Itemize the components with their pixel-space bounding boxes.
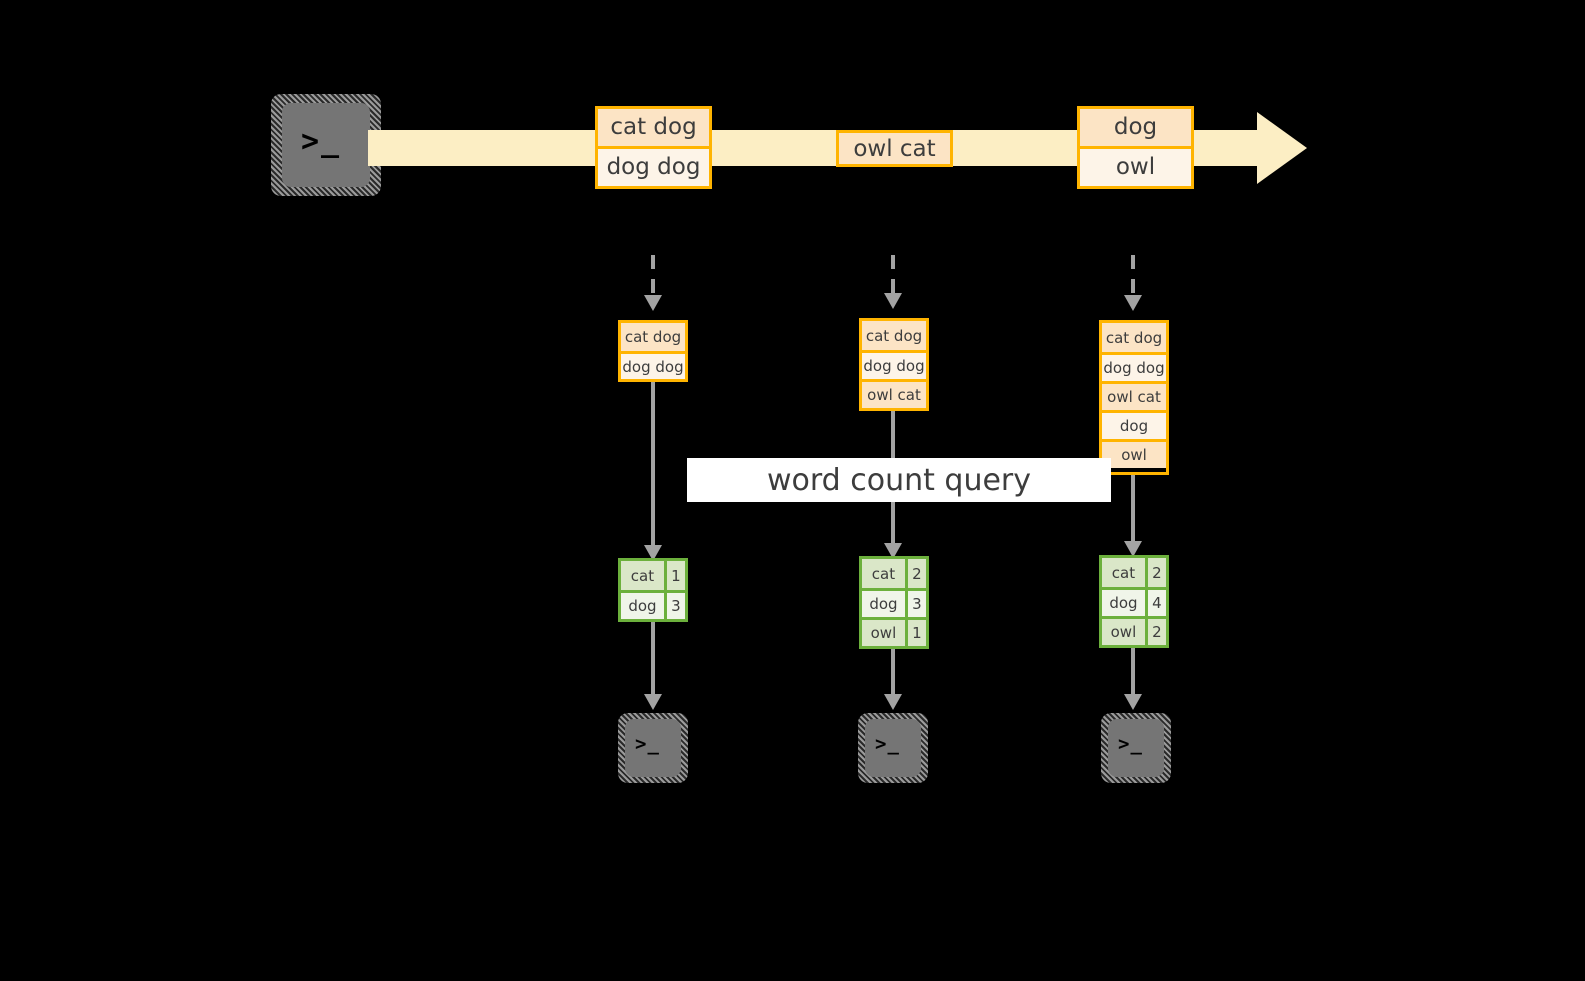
- snapshot-2-result-count-2: 3: [904, 591, 926, 617]
- snapshot-1-trigger-arrowhead: [644, 295, 662, 311]
- snapshot-1-result-word-1: cat: [621, 561, 664, 590]
- snapshot-3-query-line: [1131, 475, 1135, 543]
- snapshot-1-trigger-line: [651, 255, 655, 295]
- table-row: cat 2: [1102, 558, 1166, 587]
- snapshot-3-trigger-line: [1131, 255, 1135, 295]
- snapshot-3-result-count-3: 2: [1144, 619, 1166, 645]
- stream-record-1-line-2: dog dog: [598, 145, 709, 186]
- terminal-screen: [282, 103, 370, 187]
- snapshot-1-input-line-1: cat dog: [621, 323, 685, 351]
- stream-record-3-line-2: owl: [1080, 145, 1191, 186]
- snapshot-3-sink-terminal-icon: >_: [1101, 713, 1171, 783]
- source-terminal-icon: >_: [271, 94, 381, 196]
- snapshot-2-input-line-3: owl cat: [862, 379, 926, 408]
- snapshot-3-result-count-2: 4: [1144, 590, 1166, 616]
- snapshot-3-input-stack: cat dog dog dog owl cat dog owl: [1099, 320, 1169, 475]
- terminal-prompt-glyph: >_: [635, 733, 660, 755]
- snapshot-2-input-stack: cat dog dog dog owl cat: [859, 318, 929, 411]
- snapshot-3-query-arrowhead: [1124, 541, 1142, 557]
- snapshot-1-result-word-2: dog: [621, 593, 664, 619]
- snapshot-3-input-line-4: dog: [1102, 410, 1166, 439]
- snapshot-2-result-table: cat 2 dog 3 owl 1: [859, 556, 929, 649]
- snapshot-2-result-word-3: owl: [862, 620, 905, 646]
- snapshot-3-result-word-3: owl: [1102, 619, 1145, 645]
- snapshot-3-input-line-2: dog dog: [1102, 352, 1166, 381]
- snapshot-1-sink-line: [651, 622, 655, 694]
- query-label-banner: word count query: [687, 458, 1111, 502]
- snapshot-1-input-line-2: dog dog: [621, 351, 685, 379]
- snapshot-3-result-count-1: 2: [1144, 558, 1166, 587]
- snapshot-3-trigger-arrowhead: [1124, 295, 1142, 311]
- terminal-screen: [625, 719, 681, 777]
- table-row: owl 1: [862, 617, 926, 646]
- snapshot-1-result-count-2: 3: [663, 593, 685, 619]
- snapshot-1-input-stack: cat dog dog dog: [618, 320, 688, 382]
- table-row: owl 2: [1102, 616, 1166, 645]
- snapshot-3-input-line-1: cat dog: [1102, 323, 1166, 352]
- snapshot-2-input-line-1: cat dog: [862, 321, 926, 350]
- snapshot-3-result-word-1: cat: [1102, 558, 1145, 587]
- terminal-prompt-glyph: >_: [301, 124, 342, 159]
- snapshot-3-result-table: cat 2 dog 4 owl 2: [1099, 555, 1169, 648]
- table-row: cat 2: [862, 559, 926, 588]
- table-row: dog 4: [1102, 587, 1166, 616]
- snapshot-2-trigger-line: [891, 255, 895, 295]
- table-row: cat 1: [621, 561, 685, 590]
- snapshot-2-input-line-2: dog dog: [862, 350, 926, 379]
- terminal-screen: [1108, 719, 1164, 777]
- snapshot-3-input-line-5: owl: [1102, 439, 1166, 468]
- snapshot-1-sink-arrowhead: [644, 694, 662, 710]
- snapshot-3-input-line-3: owl cat: [1102, 381, 1166, 410]
- snapshot-2-result-count-3: 1: [904, 620, 926, 646]
- table-row: dog 3: [621, 590, 685, 619]
- stream-arrow-head: [1257, 112, 1307, 184]
- snapshot-3-result-word-2: dog: [1102, 590, 1145, 616]
- snapshot-2-sink-line: [891, 649, 895, 694]
- snapshot-2-query-arrowhead: [884, 543, 902, 559]
- snapshot-3-sink-arrowhead: [1124, 694, 1142, 710]
- snapshot-1-query-arrowhead: [644, 545, 662, 561]
- snapshot-1-result-table: cat 1 dog 3: [618, 558, 688, 622]
- snapshot-1-sink-terminal-icon: >_: [618, 713, 688, 783]
- terminal-prompt-glyph: >_: [1118, 733, 1143, 755]
- snapshot-1-query-line: [651, 382, 655, 545]
- snapshot-1-result-count-1: 1: [663, 561, 685, 590]
- snapshot-2-result-count-1: 2: [904, 559, 926, 588]
- stream-record-1-line-1: cat dog: [598, 109, 709, 146]
- stream-record-2-line-1: owl cat: [839, 133, 950, 164]
- terminal-screen: [865, 719, 921, 777]
- stream-record-2: owl cat: [836, 130, 953, 167]
- snapshot-2-sink-arrowhead: [884, 694, 902, 710]
- snapshot-2-sink-terminal-icon: >_: [858, 713, 928, 783]
- snapshot-3-sink-line: [1131, 648, 1135, 694]
- snapshot-2-result-word-2: dog: [862, 591, 905, 617]
- stream-record-3-line-1: dog: [1080, 109, 1191, 146]
- terminal-prompt-glyph: >_: [875, 733, 900, 755]
- stream-record-3: dog owl: [1077, 106, 1194, 189]
- stream-record-1: cat dog dog dog: [595, 106, 712, 189]
- snapshot-2-trigger-arrowhead: [884, 293, 902, 309]
- snapshot-2-result-word-1: cat: [862, 559, 905, 588]
- table-row: dog 3: [862, 588, 926, 617]
